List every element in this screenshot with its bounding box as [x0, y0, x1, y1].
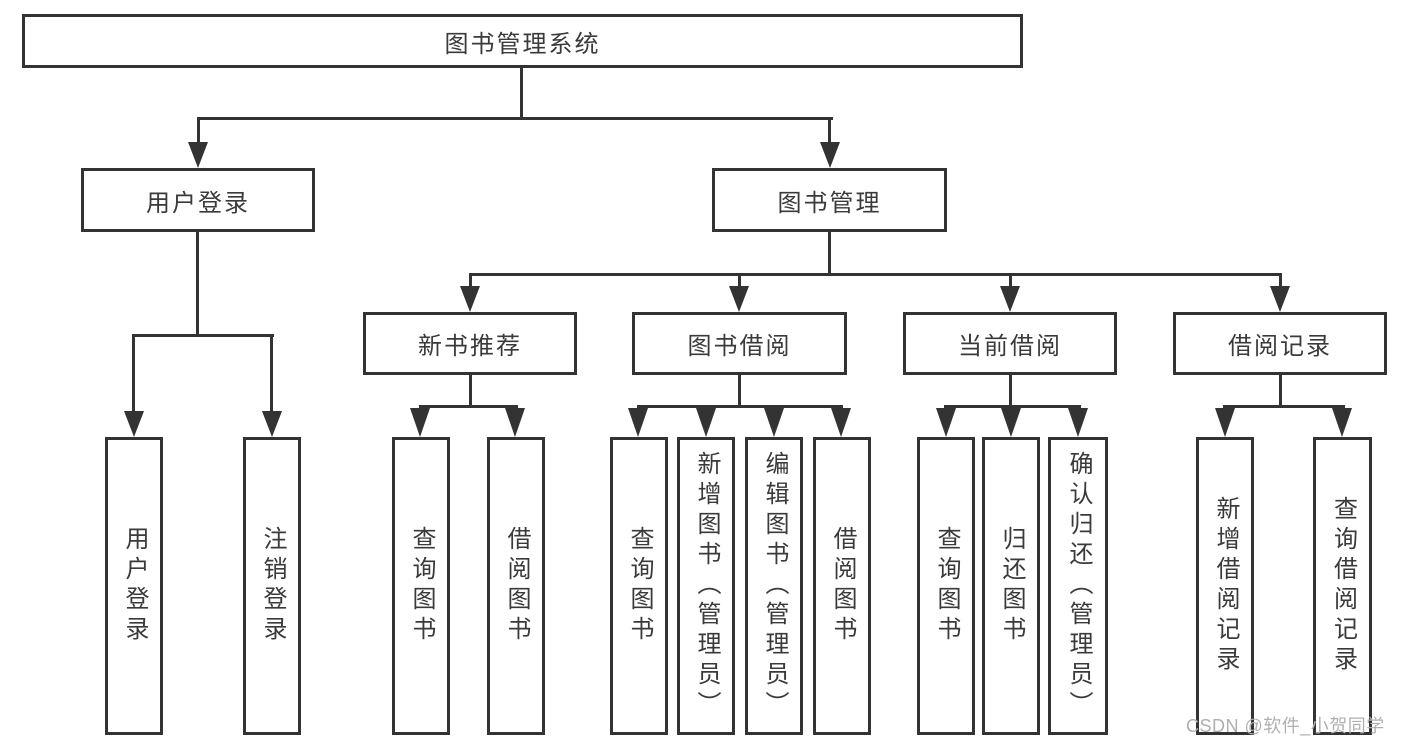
- leaf-label: 查询图书: [408, 526, 435, 646]
- node-current-borrowing: 当前借阅: [903, 312, 1117, 375]
- connector-line: [520, 68, 523, 120]
- csdn-watermark: CSDN @软件_小贺同学: [1186, 716, 1385, 736]
- leaf-user-login: 用户登录: [105, 437, 163, 735]
- arrow-down-icon: [1332, 408, 1352, 437]
- leaf-label: 确认归还（管理员）: [1065, 451, 1092, 721]
- arrow-down-icon: [124, 411, 144, 437]
- connector-line: [197, 117, 200, 147]
- leaf-label: 用户登录: [121, 526, 148, 646]
- connector-line: [738, 375, 741, 408]
- leaf-newbook-borrow-books: 借阅图书: [487, 437, 545, 735]
- node-root: 图书管理系统: [22, 14, 1023, 68]
- arrow-down-icon: [505, 408, 525, 437]
- node-new-book-recommend: 新书推荐: [363, 312, 577, 375]
- arrow-down-icon: [1068, 408, 1088, 437]
- arrow-down-icon: [1001, 408, 1021, 437]
- connector-line: [1279, 375, 1282, 408]
- arrow-down-icon: [1000, 286, 1020, 312]
- leaf-records-add-record: 新增借阅记录: [1196, 437, 1254, 735]
- leaf-label: 查询图书: [626, 526, 653, 646]
- arrow-down-icon: [764, 408, 784, 437]
- connector-line: [469, 273, 1282, 276]
- connector-line: [469, 273, 472, 289]
- connector-line: [828, 232, 831, 276]
- arrow-down-icon: [820, 142, 840, 168]
- leaf-label: 查询借阅记录: [1329, 496, 1357, 676]
- arrow-down-icon: [1215, 408, 1235, 437]
- connector-line: [1009, 375, 1012, 408]
- leaf-label: 编辑图书（管理员）: [761, 451, 788, 721]
- connector-line: [944, 405, 1081, 408]
- arrow-down-icon: [729, 286, 749, 312]
- leaf-label: 借阅图书: [829, 526, 856, 646]
- arrow-down-icon: [628, 408, 648, 437]
- leaf-label: 新增借阅记录: [1212, 496, 1239, 676]
- leaf-borrow-query-books: 查询图书: [610, 437, 668, 735]
- connector-line: [270, 334, 273, 414]
- connector-line: [197, 117, 833, 120]
- node-user-login: 用户登录: [81, 168, 315, 232]
- leaf-label: 注销登录: [259, 526, 286, 646]
- arrow-down-icon: [696, 408, 716, 437]
- leaf-logout: 注销登录: [243, 437, 301, 735]
- leaf-label: 查询图书: [933, 526, 960, 646]
- arrow-down-icon: [188, 142, 208, 168]
- connector-line: [132, 334, 135, 414]
- leaf-borrow-borrow-books: 借阅图书: [813, 437, 871, 735]
- connector-line: [637, 405, 843, 408]
- connector-line: [132, 334, 274, 337]
- arrow-down-icon: [460, 286, 480, 312]
- connector-line: [1279, 273, 1282, 289]
- arrow-down-icon: [410, 408, 430, 437]
- connector-line: [1223, 405, 1345, 408]
- connector-line: [738, 273, 741, 289]
- leaf-label: 新增图书（管理员）: [693, 451, 720, 721]
- node-book-management: 图书管理: [712, 168, 947, 232]
- arrow-down-icon: [936, 408, 956, 437]
- leaf-records-query-record: 查询借阅记录: [1313, 437, 1372, 735]
- connector-line: [469, 375, 472, 408]
- node-borrowing-records: 借阅记录: [1173, 312, 1387, 375]
- leaf-label: 借阅图书: [503, 526, 530, 646]
- leaf-borrow-add-books-admin: 新增图书（管理员）: [677, 437, 735, 735]
- leaf-current-return-books: 归还图书: [982, 437, 1040, 735]
- leaf-newbook-query-books: 查询图书: [392, 437, 450, 735]
- connector-line: [419, 405, 518, 408]
- node-book-borrowing: 图书借阅: [632, 312, 847, 375]
- leaf-current-confirm-return-admin: 确认归还（管理员）: [1048, 437, 1108, 735]
- arrow-down-icon: [262, 411, 282, 437]
- leaf-borrow-edit-books-admin: 编辑图书（管理员）: [745, 437, 803, 735]
- leaf-label: 归还图书: [998, 526, 1025, 646]
- arrow-down-icon: [1270, 286, 1290, 312]
- connector-line: [196, 232, 199, 337]
- connector-line: [1009, 273, 1012, 289]
- connector-line: [828, 117, 831, 147]
- leaf-current-query-books: 查询图书: [917, 437, 975, 735]
- arrow-down-icon: [831, 408, 851, 437]
